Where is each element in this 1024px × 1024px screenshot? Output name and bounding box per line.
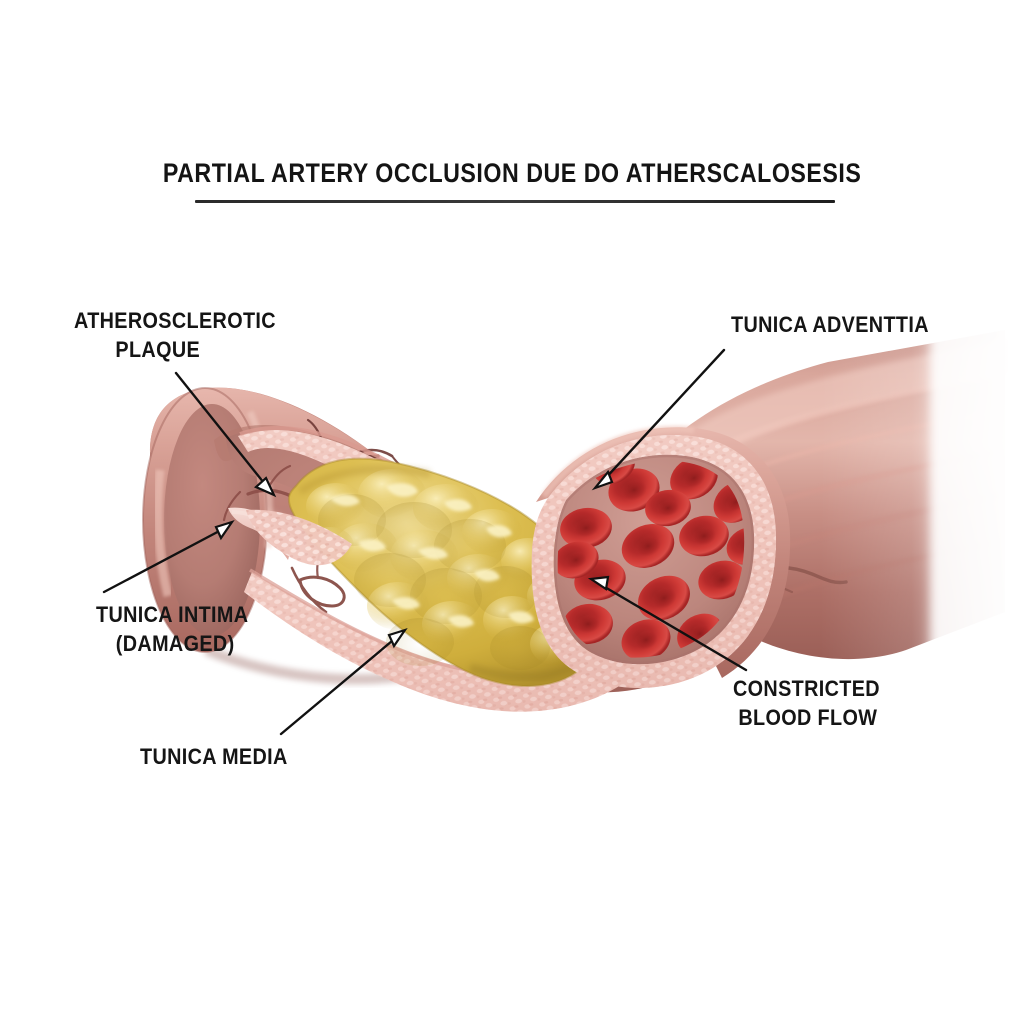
red-blood-cell [563, 603, 613, 645]
label-flow-line1: CONSTRICTED [733, 676, 880, 701]
leader-flow [596, 581, 748, 672]
arrowhead-plaque [254, 476, 277, 498]
leader-media [279, 634, 400, 736]
red-blood-cell [698, 560, 745, 600]
arrowhead-adventitia [591, 469, 614, 491]
figure-title-text: PARTIAL ARTERY OCCLUSION DUE DO ATHERSCA… [162, 158, 862, 188]
red-blood-cell [557, 541, 599, 579]
label-tunica-adventitia: TUNICA ADVENTTIA [731, 310, 929, 339]
arrowhead-media [387, 628, 408, 649]
label-constricted-blood-flow: CONSTRICTED BLOOD FLOW [733, 674, 880, 732]
atherosclerotic-plaque [287, 457, 598, 687]
leader-intima [102, 526, 227, 594]
tunica-intima-edge [228, 507, 352, 566]
plaque-shading [318, 494, 550, 670]
red-blood-cell [726, 527, 745, 565]
label-tunica-intima: TUNICA INTIMA (DAMAGED) [96, 600, 248, 658]
label-atherosclerotic-plaque: ATHEROSCLEROTIC PLAQUE [74, 306, 276, 364]
figure-title: PARTIAL ARTERY OCCLUSION DUE DO ATHERSCA… [0, 158, 1024, 189]
label-intima-line1: TUNICA INTIMA [96, 602, 249, 627]
label-plaque-line2: PLAQUE [115, 337, 201, 362]
label-tunica-media: TUNICA MEDIA [140, 742, 288, 771]
red-blood-cell [638, 575, 690, 621]
blood-flow-chamber [551, 452, 757, 667]
label-media-line1: TUNICA MEDIA [140, 744, 288, 769]
red-blood-cell [560, 507, 612, 549]
label-intima-line2: (DAMAGED) [115, 631, 235, 656]
tunica-media-right-rim [531, 425, 791, 688]
leader-plaque [174, 371, 270, 490]
label-adventitia-line1: TUNICA ADVENTTIA [731, 312, 929, 337]
label-flow-line2: BLOOD FLOW [738, 705, 878, 730]
red-blood-cells [557, 460, 745, 658]
label-plaque-line1: ATHEROSCLEROTIC [74, 308, 276, 333]
leader-arrowheads [214, 469, 614, 649]
leader-adventitia [600, 348, 726, 484]
red-blood-cell [621, 619, 671, 658]
title-underline [195, 200, 835, 203]
red-blood-cell [645, 489, 691, 527]
red-blood-cell [679, 515, 729, 557]
red-blood-cell [621, 524, 675, 568]
leader-lines [102, 348, 748, 736]
arrowhead-flow [587, 575, 610, 591]
arrowhead-intima [214, 520, 235, 541]
